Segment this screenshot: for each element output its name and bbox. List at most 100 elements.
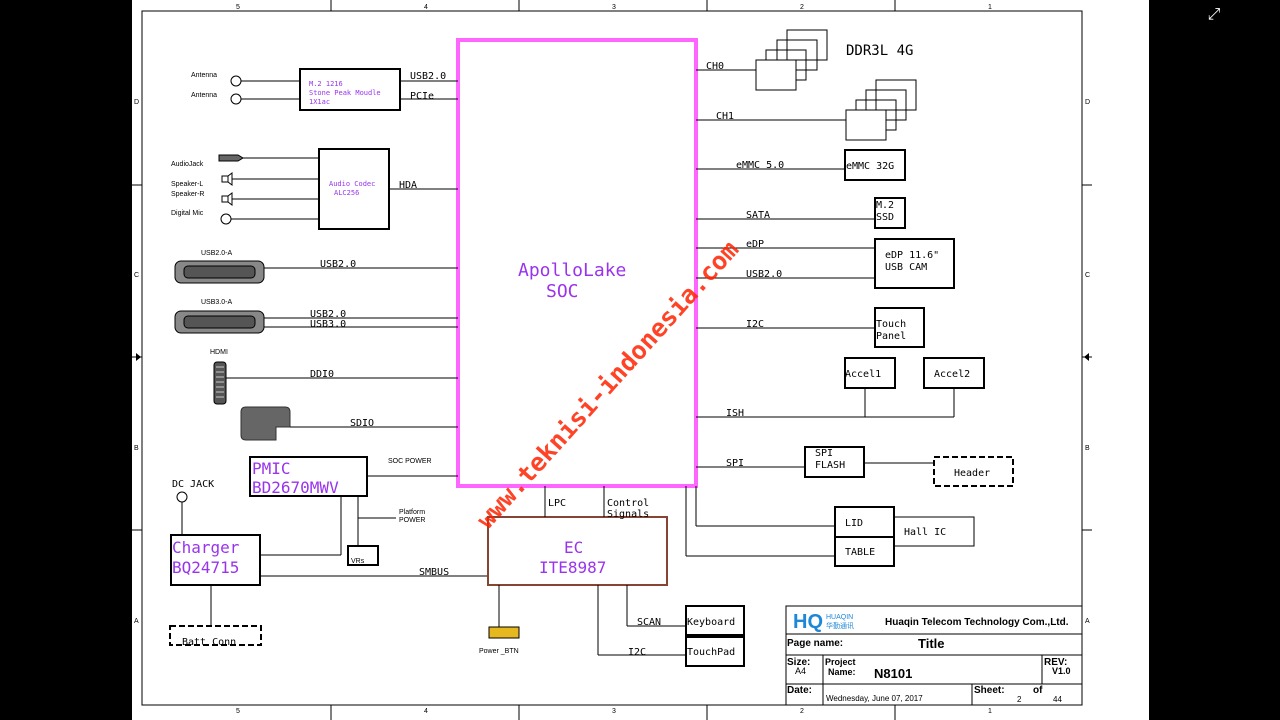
bus-label: SCAN — [637, 617, 661, 628]
spi-flash-label: FLASH — [815, 460, 845, 471]
hdmi-label: HDMI — [210, 349, 228, 356]
platform-power-label: POWER — [399, 517, 425, 524]
dc-jack-label: DC JACK — [172, 479, 214, 490]
logo-name: HUAQIN — [826, 614, 853, 621]
speaker-label: Speaker-L — [171, 181, 203, 188]
col-label: 1 — [988, 4, 992, 11]
usb3-connector-label: USB3.0-A — [201, 299, 232, 306]
memory-title: DDR3L 4G — [846, 43, 913, 59]
row-label: D — [134, 99, 139, 106]
power-button-label: Power _BTN — [479, 648, 519, 655]
sheet-label: Sheet: — [974, 685, 1005, 696]
bus-label: CH0 — [706, 61, 724, 72]
ddr-ch1-chips — [845, 79, 917, 141]
antenna-label: Antenna — [191, 92, 217, 99]
logo-cn: 华勤通讯 — [826, 621, 854, 630]
ssd-label: M.2 — [876, 200, 894, 211]
wifi-module-label: Stone Peak Moudle — [309, 89, 381, 97]
bus-label: I2C — [746, 319, 764, 330]
bus-label: DDI0 — [310, 369, 334, 380]
soc-label: ApolloLake — [518, 260, 626, 281]
bus-label: eDP — [746, 239, 764, 250]
sheet-total: 44 — [1053, 695, 1062, 704]
ec-label: EC — [564, 538, 583, 557]
row-label: C — [134, 272, 139, 279]
bus-label: HDA — [399, 180, 417, 191]
emmc-label: eMMC 32G — [846, 161, 894, 172]
col-label: 4 — [424, 708, 428, 715]
wifi-module-label: 1X1ac — [309, 98, 330, 106]
hdmi-connector-icon — [213, 361, 227, 405]
spi-flash-block — [804, 446, 865, 478]
page-name-value: Title — [918, 636, 945, 651]
antenna-label: Antenna — [191, 72, 217, 79]
bus-label: Control — [607, 498, 649, 509]
battery-connector-block — [169, 625, 262, 646]
row-label: C — [1085, 272, 1090, 279]
inner-frame — [141, 10, 1083, 706]
bus-label: SDIO — [350, 418, 374, 429]
bus-label: USB2.0 — [746, 269, 782, 280]
soc-power-label: SOC POWER — [388, 458, 432, 465]
size-label: Size: — [787, 657, 810, 668]
pmic-label: PMIC — [252, 459, 291, 478]
display-label: eDP 11.6" — [885, 250, 939, 261]
accel2-label: Accel2 — [934, 369, 970, 380]
row-label: D — [1085, 99, 1090, 106]
accel1-block — [844, 357, 896, 389]
bus-label: I2C — [628, 647, 646, 658]
date-label: Date: — [787, 685, 812, 696]
col-label: 3 — [612, 4, 616, 11]
keyboard-label: Keyboard — [687, 617, 735, 628]
table-label: TABLE — [845, 547, 875, 558]
touchpad-label: TouchPad — [687, 647, 735, 658]
audio-codec-label: ALC256 — [334, 189, 359, 197]
ddr-ch0-chips — [755, 29, 828, 91]
speaker-label: Speaker-R — [171, 191, 204, 198]
usb2-connector-label: USB2.0-A — [201, 250, 232, 257]
bus-label: SPI — [726, 458, 744, 469]
soc-block — [456, 38, 698, 488]
bus-label: ISH — [726, 408, 744, 419]
center-arrow-left — [136, 353, 141, 361]
expand-icon[interactable]: ⤢ — [1207, 4, 1221, 23]
touch-panel-block — [874, 307, 925, 348]
row-label: B — [134, 445, 139, 452]
wifi-module-block — [299, 68, 401, 111]
bus-label: SATA — [746, 210, 770, 221]
col-label: 1 — [988, 708, 992, 715]
bus-label: USB2.0 — [320, 259, 356, 270]
row-label: A — [1085, 618, 1090, 625]
touch-panel-label: Panel — [876, 331, 906, 342]
emmc-block — [844, 149, 906, 181]
speaker-icon — [221, 195, 229, 203]
touchpad-block — [685, 636, 745, 667]
audio-codec-label: Audio Codec — [329, 180, 375, 188]
title-block — [785, 605, 1083, 706]
bus-label: PCIe — [410, 91, 434, 102]
vrs-label: VRs — [351, 558, 365, 565]
rev-label: REV: — [1044, 657, 1067, 668]
table-block — [834, 536, 895, 567]
date-value: Wednesday, June 07, 2017 — [826, 694, 923, 703]
header-label: Header — [954, 468, 990, 479]
page-name-label: Page name: — [787, 638, 843, 649]
col-label: 3 — [612, 708, 616, 715]
ssd-block — [874, 197, 906, 229]
col-label: 5 — [236, 4, 240, 11]
row-label: A — [134, 618, 139, 625]
huaqin-logo-icon: HQ — [793, 611, 823, 633]
power-button-icon — [488, 626, 520, 639]
ec-label: ITE8987 — [539, 558, 606, 577]
touch-panel-label: Touch — [876, 319, 906, 330]
bus-label: Signals — [607, 509, 649, 520]
col-label: 2 — [800, 4, 804, 11]
speaker-icon — [221, 175, 229, 183]
bus-label: SMBUS — [419, 567, 449, 578]
row-label: B — [1085, 445, 1090, 452]
display-block — [874, 238, 955, 289]
pmic-label: BD2670MWV — [252, 478, 339, 497]
ec-block — [487, 516, 668, 586]
audio-jack-label: AudioJack — [171, 161, 204, 168]
